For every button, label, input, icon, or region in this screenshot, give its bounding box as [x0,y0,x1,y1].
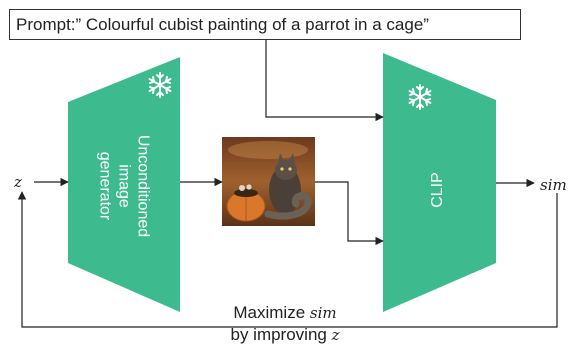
generator-block [68,57,180,312]
prompt-to-clip-arrow [265,40,384,122]
generator-label-line: generator [96,151,114,221]
clip-label-text: CLIP [429,172,446,208]
feedback-line-1-text: Maximize [233,303,306,322]
generator-label-line: Unconditioned [134,134,152,238]
z-label: z [14,173,22,191]
generator-label-line: image [115,164,133,208]
feedback-line-1: Maximize sim [150,302,420,324]
prompt-box: Prompt:” Colourful cubist painting of a … [9,9,521,40]
cat-pumpkin-image [222,137,315,226]
image-to-clip-arrow [315,181,384,246]
feedback-loop-arrow [17,191,558,328]
sim-label: sim [540,176,567,194]
feedback-line-1-var: sim [309,304,337,322]
feedback-line-2-text: by improving [230,325,327,344]
clip-block [383,53,496,312]
feedback-line-2-var: z [331,326,340,344]
feedback-line-2: by improving z [150,324,420,346]
feedback-caption: Maximize sim by improving z [150,302,420,346]
